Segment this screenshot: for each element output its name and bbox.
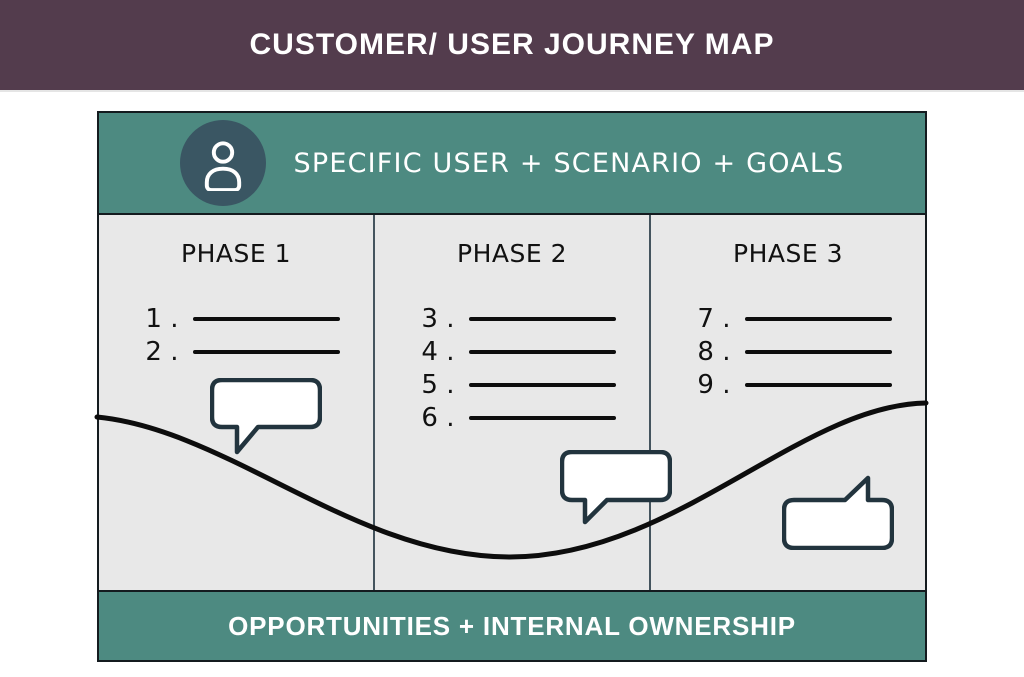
opportunities-footer: OPPORTUNITIES + INTERNAL OWNERSHIP xyxy=(99,590,925,660)
step-number: 7 . xyxy=(697,303,731,334)
journey-step: 5 . xyxy=(409,368,616,401)
phase-column-1: PHASE 1 1 . 2 . xyxy=(99,215,373,590)
step-number: 9 . xyxy=(697,369,731,400)
step-number: 1 . xyxy=(145,303,179,334)
opportunities-label: OPPORTUNITIES + INTERNAL OWNERSHIP xyxy=(228,610,796,641)
phase-steps: 3 . 4 . 5 . 6 . xyxy=(375,302,649,434)
blank-line xyxy=(468,382,616,387)
journey-step: 3 . xyxy=(409,302,616,335)
journey-map-board: SPECIFIC USER + SCENARIO + GOALS PHASE 1… xyxy=(97,111,927,662)
title-bar: CUSTOMER/ USER JOURNEY MAP xyxy=(0,0,1024,90)
phase-title: PHASE 1 xyxy=(181,239,291,268)
step-number: 8 . xyxy=(697,336,731,367)
step-number: 6 . xyxy=(421,402,455,433)
user-scenario-header: SPECIFIC USER + SCENARIO + GOALS xyxy=(99,113,925,215)
journey-step: 8 . xyxy=(685,335,892,368)
blank-line xyxy=(744,382,892,387)
phase-column-2: PHASE 2 3 . 4 . 5 . 6 . xyxy=(373,215,649,590)
journey-step: 9 . xyxy=(685,368,892,401)
blank-line xyxy=(468,415,616,420)
blank-line xyxy=(744,349,892,354)
blank-line xyxy=(468,316,616,321)
user-scenario-label: SPECIFIC USER + SCENARIO + GOALS xyxy=(293,147,845,179)
phase-title: PHASE 3 xyxy=(733,239,843,268)
journey-step: 1 . xyxy=(133,302,340,335)
step-number: 3 . xyxy=(421,303,455,334)
phase-title: PHASE 2 xyxy=(457,239,567,268)
page-title: CUSTOMER/ USER JOURNEY MAP xyxy=(249,28,775,61)
step-number: 2 . xyxy=(145,336,179,367)
blank-line xyxy=(192,349,340,354)
person-icon xyxy=(204,141,241,191)
phase-columns: PHASE 1 1 . 2 . PHASE 2 3 . xyxy=(99,215,925,590)
phase-steps: 1 . 2 . xyxy=(99,302,373,368)
journey-step: 4 . xyxy=(409,335,616,368)
step-number: 4 . xyxy=(421,336,455,367)
phase-column-3: PHASE 3 7 . 8 . 9 . xyxy=(649,215,925,590)
blank-line xyxy=(192,316,340,321)
journey-step: 2 . xyxy=(133,335,340,368)
step-number: 5 . xyxy=(421,369,455,400)
phase-steps: 7 . 8 . 9 . xyxy=(651,302,925,401)
blank-line xyxy=(468,349,616,354)
journey-step: 6 . xyxy=(409,401,616,434)
journey-step: 7 . xyxy=(685,302,892,335)
blank-line xyxy=(744,316,892,321)
avatar xyxy=(179,120,266,206)
